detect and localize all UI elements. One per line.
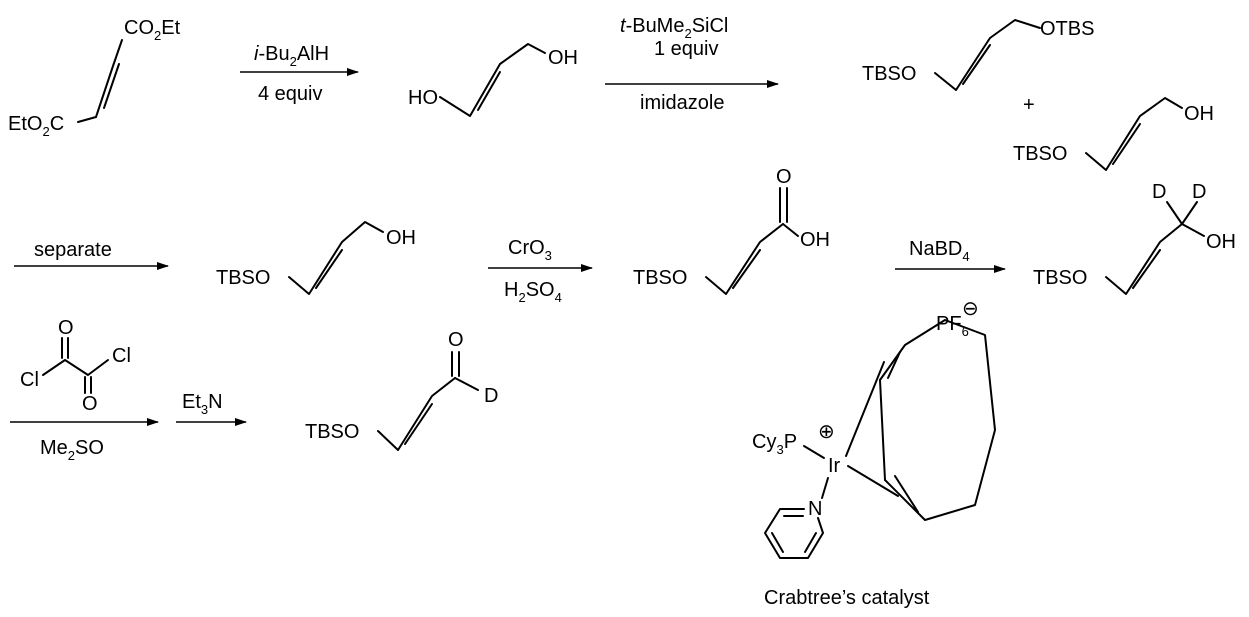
otbs-label: OTBS (1040, 18, 1094, 40)
crabtree-catalyst: PF6 ⊖ Cy3P ⊕ Ir N Crabtree’s catalyst (752, 298, 996, 609)
mono-tbs-ether-b: TBSO OH (216, 221, 416, 295)
ir-label: Ir (828, 455, 841, 477)
oh-label-5: OH (1206, 231, 1236, 253)
catalyst-name-label: Crabtree’s catalyst (764, 587, 930, 609)
oxalyl-o-label-1: O (58, 317, 74, 339)
oh-label-3: OH (386, 227, 416, 249)
plus-sign: + (1023, 94, 1035, 116)
arrow-swern: Me2SO (10, 418, 159, 463)
phosphonium-plus-charge: ⊕ (818, 421, 835, 443)
tbs-butenoic-acid: TBSO O OH (633, 166, 830, 295)
arrow-oxidation: CrO3 H2SO4 (488, 237, 593, 305)
deuterio-aldehyde: TBSO O D (305, 329, 498, 451)
oh-label: OH (548, 47, 578, 69)
tbso-label-6: TBSO (305, 421, 359, 443)
d-label-1: D (1152, 181, 1166, 203)
cl-label-1: Cl (20, 369, 39, 391)
ho-label: HO (408, 87, 438, 109)
cro3-label: CrO3 (508, 237, 552, 263)
pyridine-n-label: N (808, 498, 822, 520)
co2et-label: CO2Et (124, 17, 181, 43)
pf6-minus-charge: ⊖ (962, 298, 979, 320)
tbso-label-3: TBSO (216, 267, 270, 289)
acid-o-label: O (776, 166, 792, 188)
d-label-2: D (1192, 181, 1206, 203)
tbso-label-5: TBSO (1033, 267, 1087, 289)
tbscl-equiv-label: 1 equiv (654, 38, 719, 60)
dideuterio-alcohol: TBSO D D OH (1033, 181, 1236, 295)
dibal-equiv-label: 4 equiv (258, 83, 323, 105)
diethyl-fumarate: CO2Et EtO2C (8, 17, 181, 139)
arrow-reduction: i-Bu2AlH 4 equiv (240, 43, 359, 105)
eto2c-label: EtO2C (8, 113, 64, 139)
tbso-label-4: TBSO (633, 267, 687, 289)
arrow-base: Et3N (176, 391, 247, 426)
cl-label-2: Cl (112, 345, 131, 367)
dmso-label: Me2SO (40, 437, 104, 463)
aldehyde-o-label: O (448, 329, 464, 351)
butene-diol: HO OH (408, 43, 578, 117)
arrow-silylation: t-BuMe2SiCl 1 equiv imidazole (605, 15, 779, 114)
oxalyl-o-label-2: O (82, 393, 98, 415)
imidazole-label: imidazole (640, 92, 724, 114)
nabd4-label: NaBD4 (909, 238, 970, 264)
oxalyl-chloride: Cl Cl O O (20, 317, 131, 415)
h2so4-label: H2SO4 (504, 279, 562, 305)
dibal-label: i-Bu2AlH (254, 43, 329, 69)
pf6-label: PF6 (936, 313, 969, 339)
et3n-label: Et3N (182, 391, 223, 417)
aldehyde-d-label: D (484, 385, 498, 407)
tbso-label-2: TBSO (1013, 143, 1067, 165)
oh-label-2: OH (1184, 103, 1214, 125)
arrow-separate: separate (14, 239, 169, 270)
tbso-label-1: TBSO (862, 63, 916, 85)
acid-oh-label: OH (800, 229, 830, 251)
cy3p-label: Cy3P (752, 431, 797, 457)
separate-label: separate (34, 239, 112, 261)
arrow-deuteride-reduction: NaBD4 (895, 238, 1006, 273)
bis-tbs-ether: TBSO OTBS (862, 18, 1094, 91)
tbscl-label: t-BuMe2SiCl (620, 15, 728, 41)
mono-tbs-ether-a: TBSO OH (1013, 97, 1214, 171)
